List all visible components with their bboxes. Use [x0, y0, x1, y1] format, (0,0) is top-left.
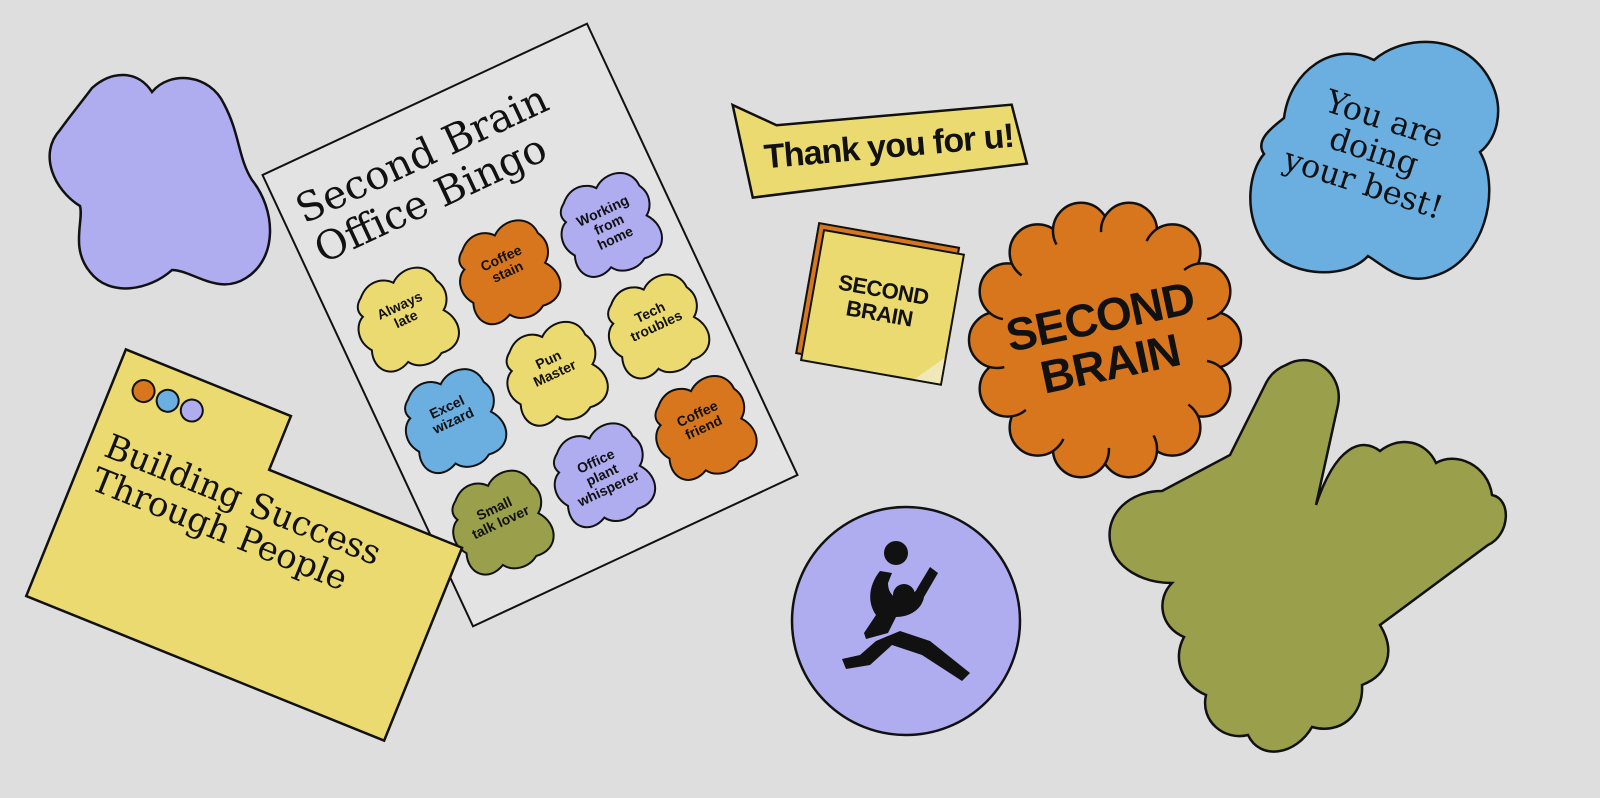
bingo-cell-blob-icon: [451, 469, 555, 576]
encourage-blob: You are doing your best!: [1244, 30, 1504, 290]
figure-icon: [842, 541, 970, 681]
bingo-cell-blob-icon: [356, 266, 460, 373]
bingo-cell-blob-icon: [552, 422, 656, 529]
bingo-cell-blob-icon: [607, 273, 711, 380]
bingo-cell-blob-icon: [505, 320, 609, 427]
folder-sticker: Building Success Through People: [24, 347, 487, 743]
sticky-note: SECOND BRAIN: [795, 221, 966, 391]
thank-you-banner: Thank you for u!: [724, 69, 1042, 206]
olive-bone-icon: [1100, 355, 1510, 765]
note-fold-icon: [914, 353, 945, 384]
figure-badge: [790, 505, 1022, 737]
bingo-cell-blob-icon: [559, 171, 663, 278]
bingo-cell-blob-icon: [404, 368, 508, 474]
bingo-cell-blob-icon: [458, 219, 562, 326]
bingo-cell-blob-icon: [654, 375, 758, 481]
scallop-badge: SECOND BRAIN: [967, 200, 1243, 480]
lavender-blob-icon: [40, 60, 280, 300]
